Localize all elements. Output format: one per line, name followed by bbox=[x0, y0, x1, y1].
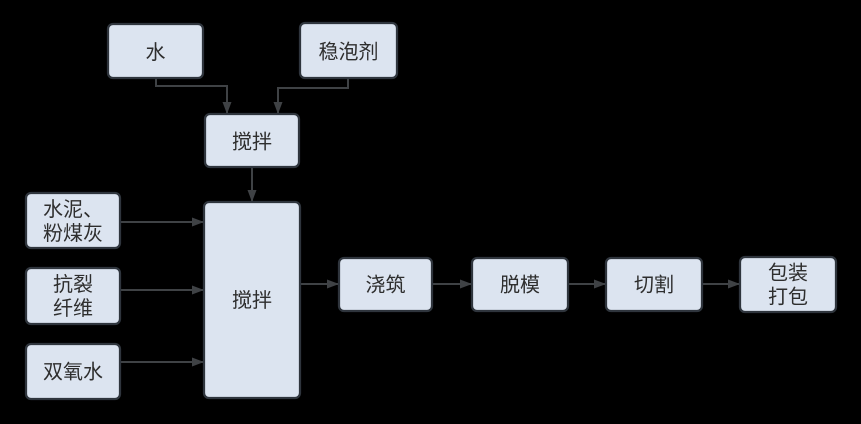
node-hydrogen-peroxide: 双氧水 bbox=[24, 342, 122, 401]
node-mixing-1-label: 搅拌 bbox=[232, 130, 272, 154]
node-anticrack-fiber-box bbox=[24, 266, 122, 326]
node-packing-label-line2: 打包 bbox=[768, 285, 808, 309]
node-hydrogen-peroxide-box bbox=[24, 342, 122, 401]
node-cement-flyash-label-line1: 水泥、 bbox=[43, 197, 103, 221]
node-hydrogen-peroxide-label: 双氧水 bbox=[43, 360, 103, 384]
node-mixing-1-box bbox=[203, 112, 301, 169]
node-foam-stabilizer: 稳泡剂 bbox=[298, 21, 399, 80]
node-casting-label: 浇筑 bbox=[366, 273, 406, 297]
node-casting-box bbox=[337, 256, 434, 313]
node-packing-box bbox=[738, 255, 838, 314]
node-cutting-label: 切割 bbox=[634, 273, 674, 297]
node-mixing-1: 搅拌 bbox=[203, 112, 301, 169]
edge-water-to-mixing1 bbox=[155, 78, 232, 114]
node-foam-stabilizer-label: 稳泡剂 bbox=[319, 40, 379, 64]
edge-foam-stabilizer-to-mixing1 bbox=[273, 78, 349, 114]
node-water-label: 水 bbox=[146, 40, 166, 64]
node-mixing-2-box bbox=[202, 200, 302, 400]
node-demolding-box bbox=[470, 256, 570, 313]
node-anticrack-fiber: 抗裂 纤维 bbox=[24, 266, 122, 326]
node-demolding: 脱模 bbox=[470, 256, 570, 313]
node-anticrack-fiber-label-line1: 抗裂 bbox=[53, 272, 93, 296]
node-cement-flyash-box bbox=[24, 191, 122, 250]
node-cement-flyash-label-line2: 粉煤灰 bbox=[43, 221, 103, 245]
node-cement-flyash: 水泥、 粉煤灰 bbox=[24, 191, 122, 250]
node-packing: 包装 打包 bbox=[738, 255, 838, 314]
node-mixing-2-label: 搅拌 bbox=[232, 288, 272, 312]
node-cutting: 切割 bbox=[604, 256, 704, 313]
node-water-box bbox=[106, 22, 205, 80]
node-demolding-label: 脱模 bbox=[500, 273, 540, 297]
node-packing-label-line1: 包装 bbox=[768, 261, 808, 285]
node-anticrack-fiber-label-line2: 纤维 bbox=[53, 296, 93, 320]
node-casting: 浇筑 bbox=[337, 256, 434, 313]
node-mixing-2: 搅拌 bbox=[202, 200, 302, 400]
node-water: 水 bbox=[106, 22, 205, 80]
node-foam-stabilizer-box bbox=[298, 21, 399, 80]
node-cutting-box bbox=[604, 256, 704, 313]
